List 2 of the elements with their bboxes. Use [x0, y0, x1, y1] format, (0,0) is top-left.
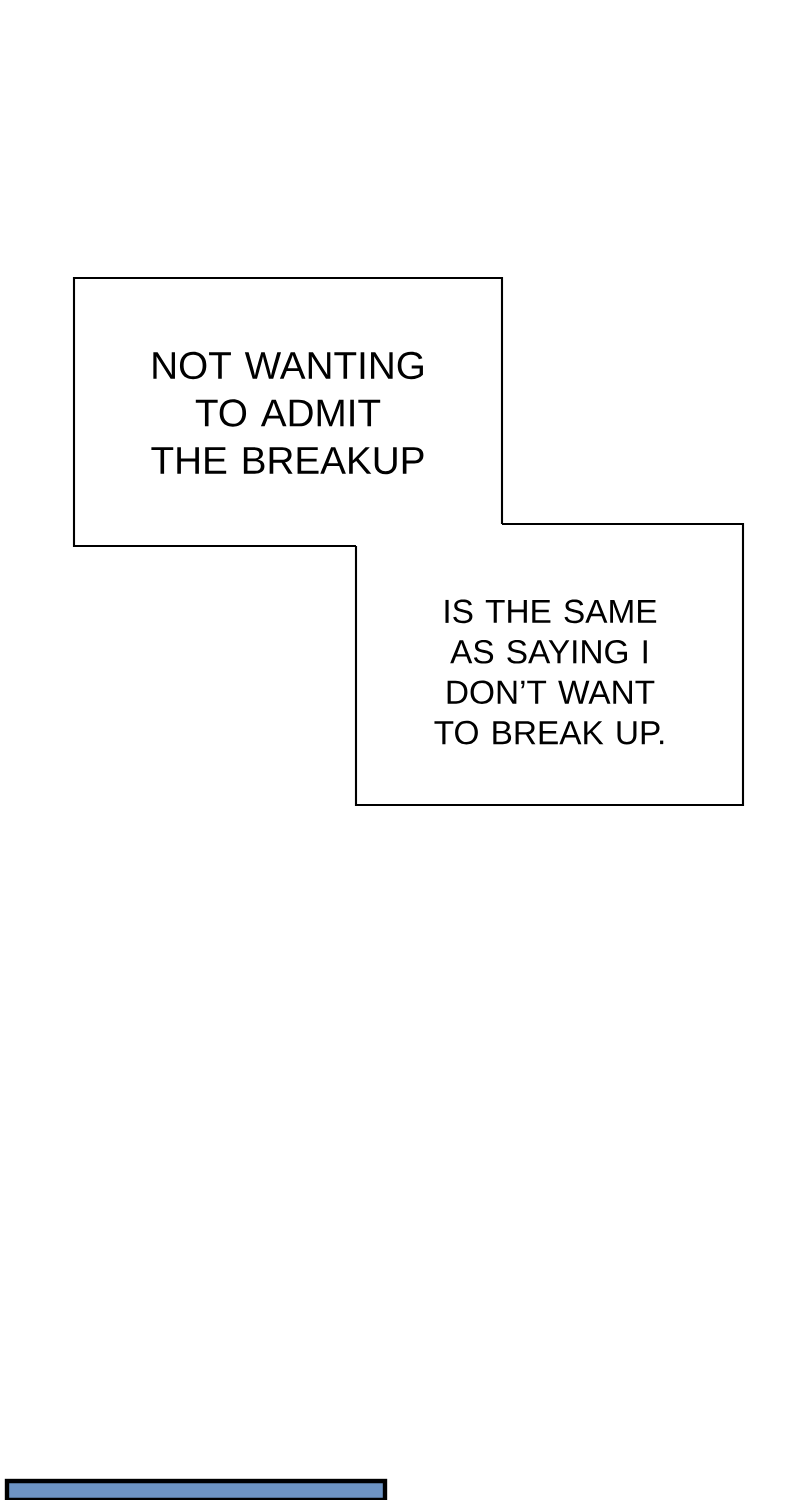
caption-box: NOT WANTING TO ADMIT THE BREAKUP: [72, 276, 504, 548]
caption-box: IS THE SAME AS SAYING I DON’T WANT TO BREAK UP.: [354, 522, 745, 807]
